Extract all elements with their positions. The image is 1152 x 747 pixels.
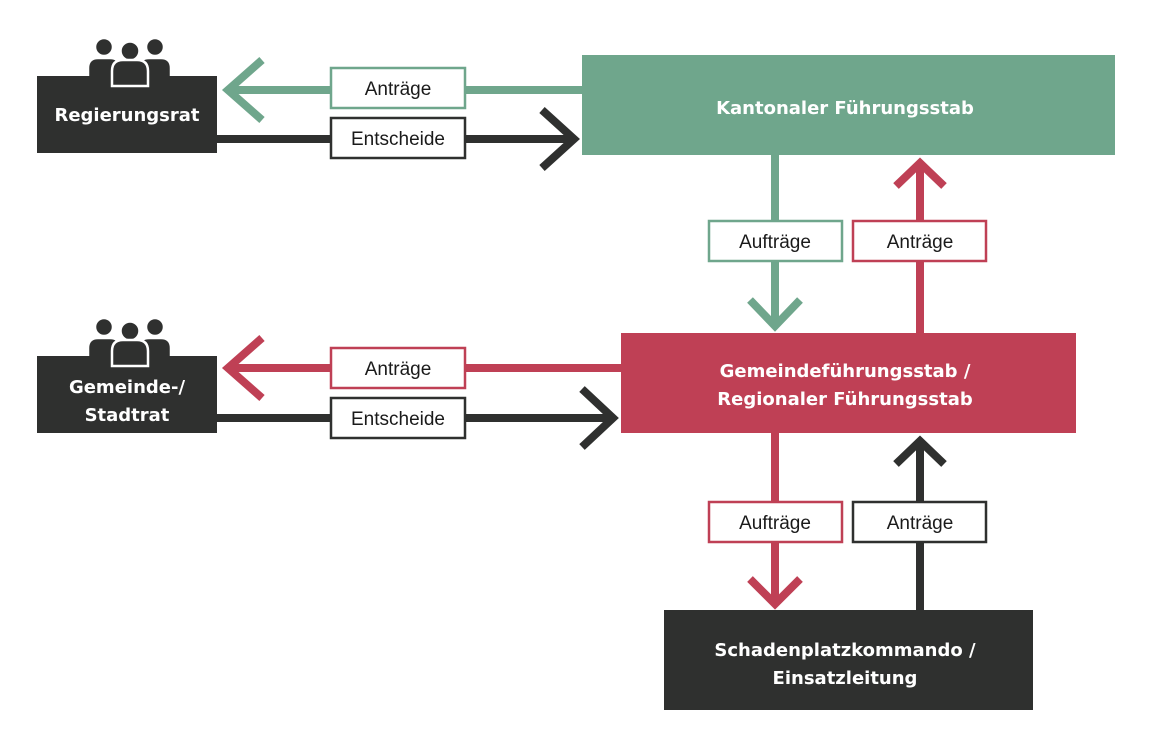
edge-label-kantonal-to-regierung: Anträge [329,66,467,110]
node-box [582,55,1115,155]
label-text: Anträge [365,79,432,100]
node-title-line-1: Gemeindeführungsstab / [720,361,971,382]
label-frame [851,500,988,544]
edge-label-regierung-to-kantonal: Entscheide [329,116,467,160]
label-frame [851,219,988,263]
node-box [37,356,217,433]
label-text: Entscheide [351,129,445,150]
node-box [664,610,1033,710]
edge-label-kantonal-to-gemeinde: Aufträge [707,219,844,263]
edge-label-stadtrat-to-gemeinde: Entscheide [329,396,467,440]
people-group-icon-center [110,40,150,88]
arrowhead-up-icon [893,157,947,189]
arrowhead-down-icon [747,576,803,610]
edge-label-schaden-to-gemeinde: Anträge [851,500,988,544]
edge-label-gemeinde-to-stadtrat: Anträge [329,346,467,390]
label-frame [707,500,844,544]
arrowhead-left-icon [221,57,265,123]
node-title-line-1: Schadenplatzkommando / [714,640,976,661]
label-text: Aufträge [739,232,811,253]
label-text: Aufträge [739,513,811,534]
node-kantonaler-fuehrungsstab: Kantonaler Führungsstab [582,55,1115,155]
node-box [621,333,1076,433]
node-gemeindefuehrungsstab: Gemeindeführungsstab / Regionaler Führun… [621,333,1076,433]
node-box [37,76,217,153]
arrowhead-right-icon [539,107,580,171]
node-schadenplatzkommando: Schadenplatzkommando / Einsatzleitung [664,610,1033,710]
node-title-line-2: Stadtrat [85,405,170,426]
node-title-line-1: Gemeinde-/ [69,377,185,398]
people-group-icon-center [110,320,150,368]
label-frame [329,116,467,160]
edge-label-gemeinde-to-schaden: Aufträge [707,500,844,544]
node-regierungsrat: Regierungsrat [37,36,217,153]
arrowhead-left-icon [221,335,265,401]
label-frame [329,66,467,110]
node-title-line-2: Regionaler Führungsstab [717,389,973,410]
label-frame [329,346,467,390]
node-stadtrat: Gemeinde-/ Stadtrat [37,316,217,433]
arrowhead-down-icon [747,297,803,332]
label-frame [707,219,844,263]
label-text: Anträge [365,359,432,380]
node-title: Kantonaler Führungsstab [716,98,974,119]
node-title: Regierungsrat [54,105,199,126]
arrowhead-right-icon [579,386,619,450]
arrowhead-up-icon [893,435,947,467]
label-text: Entscheide [351,409,445,430]
edge-label-gemeinde-to-kantonal: Anträge [851,219,988,263]
node-title-line-2: Einsatzleitung [773,668,918,689]
label-text: Anträge [887,232,954,253]
label-frame [329,396,467,440]
label-text: Anträge [887,513,954,534]
